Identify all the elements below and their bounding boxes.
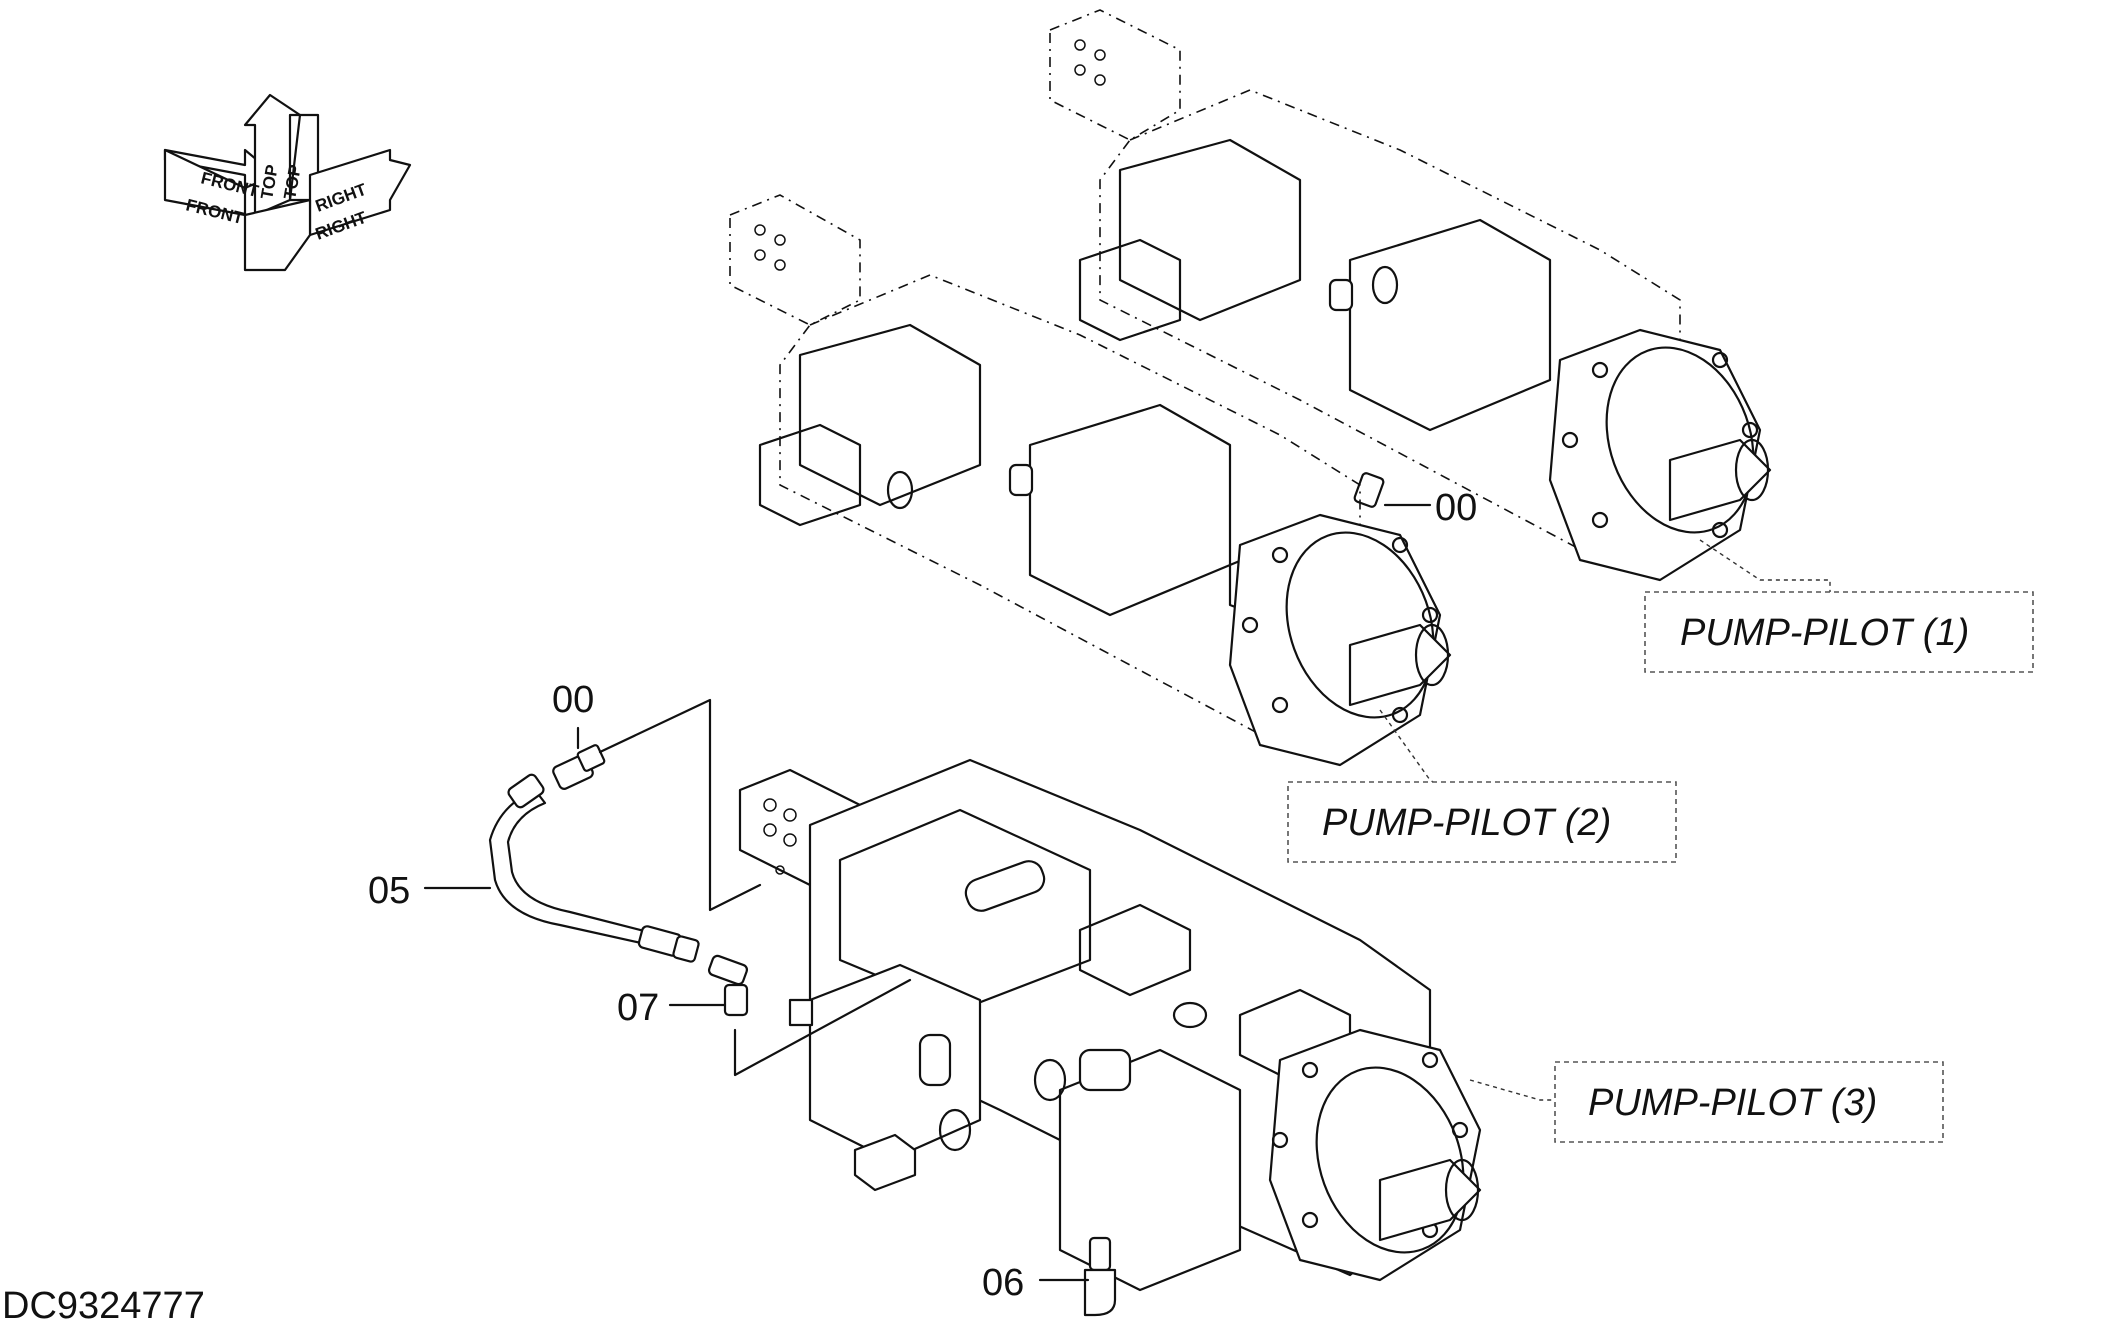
- part-number-05: 05: [368, 870, 410, 912]
- pump-pilot-3-drawing: [738, 758, 1560, 1292]
- callout-pump-pilot-3-text: PUMP-PILOT (3): [1588, 1082, 1877, 1124]
- callout-pump-pilot-2-text: PUMP-PILOT (2): [1322, 802, 1611, 844]
- hose-assembly: [423, 698, 1117, 1317]
- drawing-id: DC9324777: [2, 1285, 205, 1322]
- pump-pilot-1-drawing: [1049, 9, 1831, 600]
- callout-pump-pilot-1-text: PUMP-PILOT (1): [1680, 612, 1969, 654]
- callout-pump-pilot-3: PUMP-PILOT (3): [1554, 1061, 1944, 1143]
- part-number-00-lower: 00: [552, 679, 594, 721]
- part-number-00-upper: 00: [1435, 487, 1477, 529]
- pump-pilot-2-drawing: [729, 194, 1461, 801]
- part-number-07: 07: [617, 987, 659, 1029]
- orientation-arrows: FRONT FRONT TOP TOP RIGHT RIGHT: [163, 93, 412, 272]
- part-number-06: 06: [982, 1262, 1024, 1304]
- callout-pump-pilot-1: PUMP-PILOT (1): [1644, 591, 2034, 673]
- callout-pump-pilot-2: PUMP-PILOT (2): [1287, 781, 1677, 863]
- fitting-00-upper: [1353, 472, 1385, 508]
